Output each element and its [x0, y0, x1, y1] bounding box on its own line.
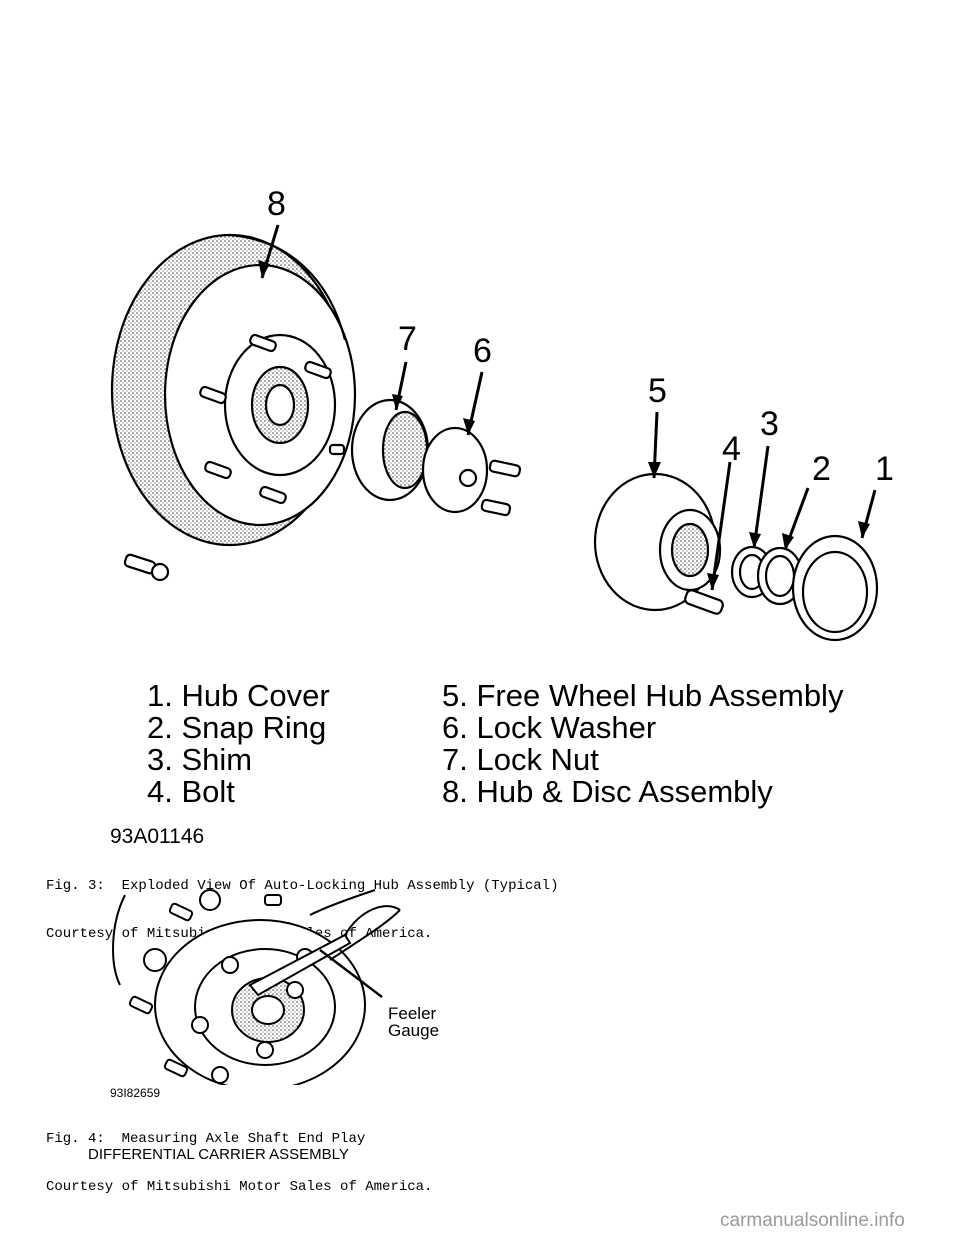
legend-item: 7. Lock Nut [442, 742, 599, 777]
part-5-free-wheel-hub [593, 472, 722, 612]
figure-4-code: 93I82659 [110, 1086, 161, 1100]
legend-item: 6. Lock Washer [442, 710, 657, 745]
legend-item: 2. Snap Ring [147, 710, 327, 745]
figure-3-code: 93A01146 [110, 825, 205, 848]
feeler-gauge-callout: Feeler Gauge [388, 1005, 439, 1039]
caption-credit: Courtesy of Mitsubishi Motor Sales of Am… [46, 1179, 433, 1195]
part-1-hub-cover [791, 534, 879, 642]
part-2-snap-ring [756, 546, 804, 606]
legend-item: 3. Shim [147, 742, 253, 777]
callout-7: 7 [398, 320, 417, 358]
section-heading: DIFFERENTIAL CARRIER ASSEMBLY [88, 1146, 349, 1163]
callout-8: 8 [267, 185, 286, 223]
legend-item: 8. Hub & Disc Assembly [442, 774, 773, 809]
callout-4: 4 [722, 430, 741, 468]
callout-line: Gauge [388, 1021, 440, 1040]
caption-title: Fig. 4: Measuring Axle Shaft End Play [46, 1131, 366, 1147]
legend-item: 4. Bolt [147, 774, 235, 809]
callout-line: Feeler [388, 1004, 437, 1023]
feeler-gauge-blade [248, 933, 352, 997]
callout-1: 1 [875, 450, 894, 488]
part-4-bolt [684, 589, 724, 615]
feeler-gauge-illustration [112, 889, 401, 1085]
legend-left-column: 1. Hub Cover 2. Snap Ring 3. Shim 4. Bol… [147, 680, 330, 808]
caption-title: Fig. 3: Exploded View Of Auto-Locking Hu… [46, 878, 559, 894]
hub-outline [112, 894, 126, 986]
legend-item: 1. Hub Cover [147, 678, 330, 713]
part-8-hub-disc [110, 233, 357, 582]
legend-right-column: 5. Free Wheel Hub Assembly 6. Lock Washe… [442, 680, 843, 808]
callout-5: 5 [648, 372, 667, 410]
hub-assembly-illustration: 8 7 6 5 4 3 2 1 [110, 185, 894, 642]
watermark: carmanualsonline.info [720, 1210, 905, 1231]
callout-2: 2 [812, 450, 831, 488]
callout-3: 3 [760, 405, 779, 443]
leader-arrows [260, 224, 877, 591]
legend-item: 5. Free Wheel Hub Assembly [442, 678, 844, 713]
part-7-lock-nut [350, 398, 430, 502]
figure-4-caption: Fig. 4: Measuring Axle Shaft End Play Co… [46, 1099, 432, 1211]
callout-6: 6 [473, 332, 492, 370]
part-6-lock-washer [421, 426, 522, 517]
